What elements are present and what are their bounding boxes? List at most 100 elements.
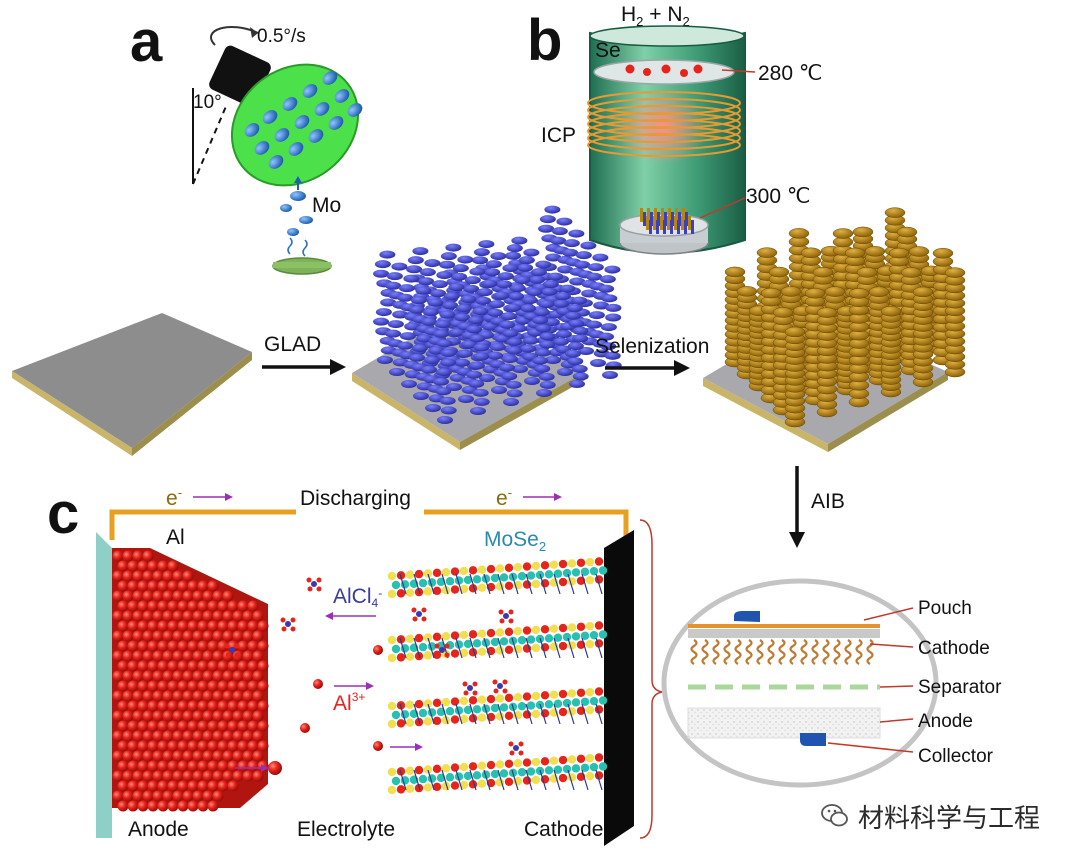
- slab-atom: [517, 767, 527, 777]
- mo-helix-turn: [424, 259, 441, 268]
- slab-bond: [511, 637, 519, 659]
- al-atom: [222, 750, 234, 762]
- al-atom: [112, 550, 124, 562]
- mo-helix-turn: [419, 268, 436, 277]
- slab-bond: [427, 703, 435, 725]
- slab-atom: [450, 631, 460, 640]
- slab-atom: [544, 570, 554, 579]
- mo-helix-turn: [500, 312, 517, 321]
- alcl4-ion: [498, 609, 514, 624]
- slab-bond: [511, 573, 519, 595]
- mini-rod: [685, 212, 688, 226]
- al-atom: [237, 760, 249, 772]
- al-atom: [242, 670, 254, 682]
- mose2-disk: [832, 228, 854, 239]
- mo-particle: [290, 191, 306, 201]
- mo-helix-turn: [451, 272, 468, 281]
- al-atom: [122, 570, 134, 582]
- al-atom: [227, 700, 239, 712]
- mo-helix-turn: [463, 284, 480, 293]
- mo-helix-turn: [505, 303, 522, 312]
- al-atom: [197, 760, 209, 772]
- mo-helix-turn: [604, 351, 621, 360]
- rotation-rate-label: 0.5°/s: [257, 26, 306, 47]
- disk-spot: [268, 155, 284, 169]
- al-atom: [117, 760, 129, 772]
- al-atom: [157, 620, 169, 632]
- al-atom: [122, 710, 134, 722]
- al-atom: [207, 680, 219, 692]
- disk-spot: [274, 128, 290, 142]
- al-atom: [162, 730, 174, 742]
- al-atom: [182, 770, 194, 782]
- slab-atom: [589, 696, 599, 706]
- slab-atom: [504, 645, 514, 655]
- al-atom: [257, 640, 269, 652]
- slab-atom: [495, 694, 505, 703]
- mose2-disk: [756, 247, 778, 258]
- mose2-layers: [387, 557, 608, 795]
- mose2-disk: [944, 267, 966, 278]
- mose2-disk: [780, 286, 802, 297]
- al-atom: [117, 800, 129, 812]
- helix-wire: [855, 639, 863, 665]
- al-atom: [167, 600, 179, 612]
- al-atom: [182, 610, 194, 622]
- al-atom: [162, 650, 174, 662]
- anode-tab: [800, 733, 826, 746]
- al-atom: [157, 720, 169, 732]
- slab-atom: [387, 767, 397, 777]
- al-atom: [112, 570, 124, 582]
- al-atom: [112, 670, 124, 682]
- mo-helix-turn: [569, 277, 586, 286]
- slab-bond: [581, 769, 589, 791]
- al-atom: [242, 770, 254, 782]
- selenization-arrow-head: [674, 360, 690, 376]
- disk-spot: [294, 115, 310, 129]
- al-atom: [122, 630, 134, 642]
- slab-atom: [522, 562, 532, 571]
- al-atom: [217, 640, 229, 652]
- al-atom: [152, 630, 164, 642]
- al-atom: [177, 640, 189, 652]
- al-atom: [207, 720, 219, 732]
- al-atom: [127, 760, 139, 772]
- al-atom: [142, 670, 154, 682]
- slab-atom: [441, 568, 451, 577]
- al-atom: [227, 620, 239, 632]
- mo-helix-turn: [604, 265, 621, 274]
- mo-helix-turn: [476, 288, 493, 297]
- al-atom: [142, 730, 154, 742]
- al-atom: [132, 610, 144, 622]
- al-atom: [227, 680, 239, 692]
- al-atom: [222, 770, 234, 782]
- alcl4-ion: [224, 643, 240, 658]
- mo-helix-turn: [545, 356, 561, 364]
- al-atom: [222, 690, 234, 702]
- slab-bond: [399, 769, 407, 791]
- slab-atom: [432, 568, 442, 578]
- tilt-line: [192, 103, 228, 185]
- slab-atom: [405, 570, 415, 579]
- slab-atom: [405, 700, 415, 709]
- temp-top-leader: [721, 69, 756, 73]
- al-atom: [132, 770, 144, 782]
- collector-leader: [827, 742, 914, 753]
- mo-helix-turn: [484, 268, 501, 277]
- mo-particle: [299, 216, 313, 224]
- mo-helix-turn: [479, 374, 495, 382]
- slab-atom: [531, 757, 541, 767]
- al-atom: [187, 760, 199, 772]
- alcl4-ion: [434, 643, 450, 658]
- al-atom: [247, 720, 259, 732]
- al-atom: [147, 620, 159, 632]
- slab-atom: [423, 651, 433, 660]
- mo-helix-turn: [587, 263, 604, 272]
- mini-rod: [657, 212, 660, 226]
- al-atom: [202, 710, 214, 722]
- slab-bond: [567, 769, 575, 791]
- slab-atom: [459, 780, 469, 790]
- al-atom: [167, 700, 179, 712]
- alcl4-ion: [280, 617, 296, 632]
- al-atom: [137, 560, 149, 572]
